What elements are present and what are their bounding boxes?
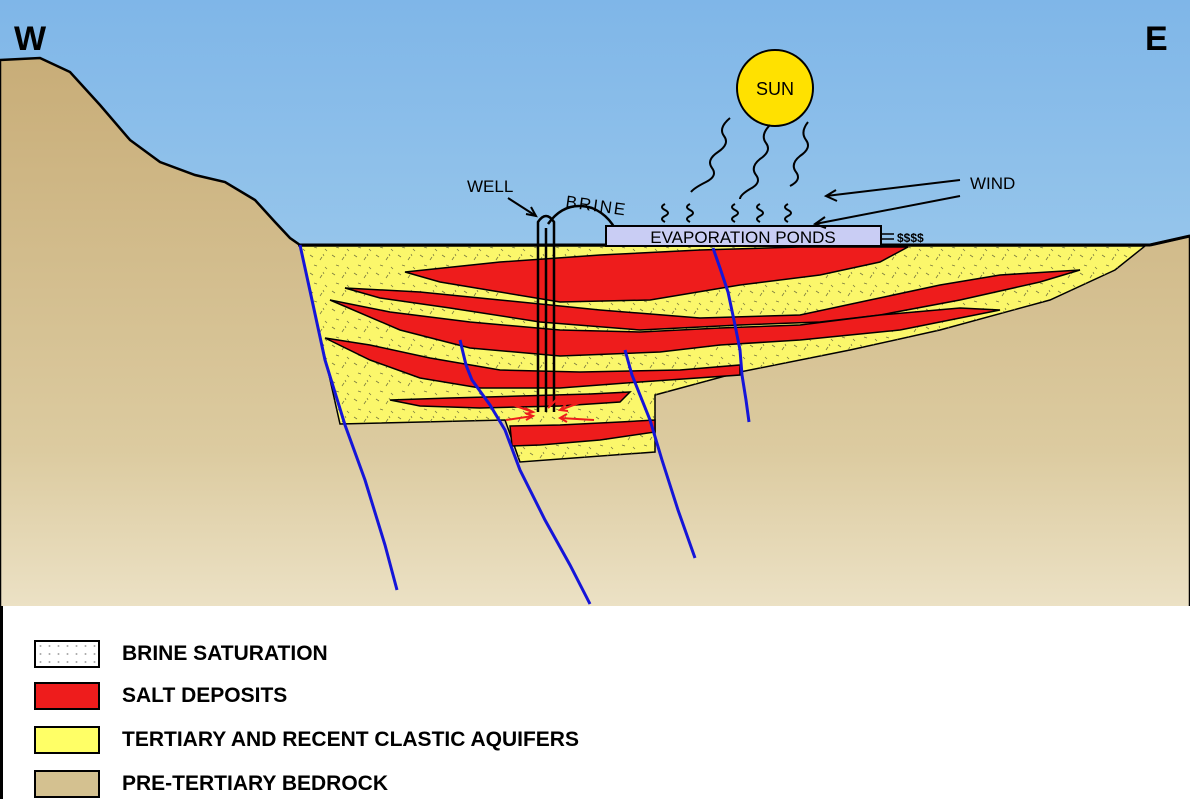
legend-label: TERTIARY AND RECENT CLASTIC AQUIFERS bbox=[122, 728, 579, 751]
well-label: WELL bbox=[467, 177, 513, 196]
money-label: $$$$ bbox=[897, 231, 924, 245]
ponds-label: EVAPORATION PONDS bbox=[650, 228, 835, 247]
legend-label: PRE-TERTIARY BEDROCK bbox=[122, 772, 389, 795]
well-pointer-arrow bbox=[507, 197, 538, 218]
legend-label: SALT DEPOSITS bbox=[122, 684, 288, 707]
well bbox=[536, 214, 556, 412]
legend-item-bedrock: PRE-TERTIARY BEDROCK bbox=[34, 766, 388, 802]
salt-deposits-swatch bbox=[34, 682, 100, 710]
heat-waves bbox=[661, 117, 809, 223]
legend-item-salt-deposits: SALT DEPOSITS bbox=[34, 678, 287, 714]
salt-deposits bbox=[324, 246, 1081, 447]
brine-saturation-swatch bbox=[34, 640, 100, 668]
legend-label: BRINE SATURATION bbox=[122, 642, 328, 665]
fault-lines bbox=[298, 244, 751, 605]
sun-icon bbox=[736, 49, 814, 127]
wind-label: WIND bbox=[970, 174, 1015, 193]
pond-outflow bbox=[882, 233, 894, 240]
sun-label: SUN bbox=[756, 79, 794, 99]
east-label: E bbox=[1145, 20, 1168, 58]
brine-inflow-arrows bbox=[505, 395, 599, 423]
bedrock-swatch bbox=[34, 770, 100, 798]
wind-arrows bbox=[812, 179, 961, 229]
legend: BRINE SATURATION SALT DEPOSITS TERTIARY … bbox=[0, 606, 1190, 799]
evaporation-ponds bbox=[605, 225, 882, 247]
legend-item-brine-saturation: BRINE SATURATION bbox=[34, 636, 328, 672]
west-label: W bbox=[14, 20, 47, 58]
legend-item-aquifers: TERTIARY AND RECENT CLASTIC AQUIFERS bbox=[34, 722, 579, 758]
aquifers-swatch bbox=[34, 726, 100, 754]
